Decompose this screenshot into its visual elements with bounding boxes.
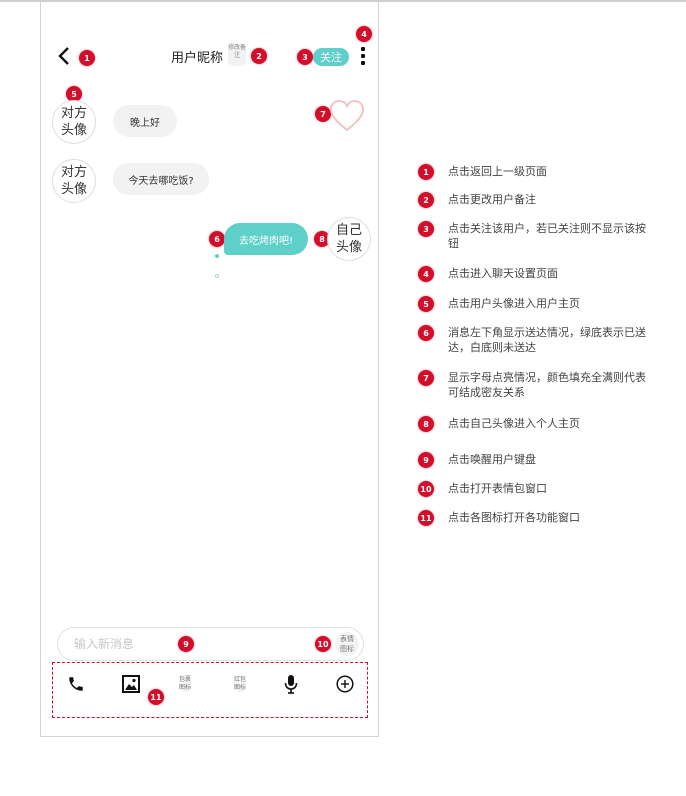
annotation-badge-6: 6 [209,231,225,247]
message-text: 晚上好 [130,117,160,129]
other-avatar[interactable]: 对方头像 [52,100,96,144]
message-text: 今天去哪吃饭? [128,175,194,187]
voice-button[interactable] [280,673,302,695]
legend-badge: 11 [418,510,434,526]
page-title: 用户昵称 [171,51,224,66]
legend-text: 点击唤醒用户键盘 [448,453,536,466]
emoji-button[interactable]: 表情图标 [335,632,359,656]
package-button[interactable]: 包裹图标 [174,673,196,695]
legend-item: 1 点击返回上一级页面 [418,164,648,180]
tool-label: 红包 [233,676,246,683]
image-button[interactable] [120,673,142,695]
annotation-badge-4: 4 [356,26,372,42]
phone-icon [69,677,83,691]
avatar-label: 头像 [335,240,362,255]
message-bubble-incoming: 晚上好 [113,105,177,137]
legend-item: 2 点击更改用户备注 [418,192,648,208]
legend-text: 点击进入聊天设置页面 [448,267,558,280]
annotation-badge-11: 11 [148,689,164,705]
legend-item: 6 消息左下角显示送达情况，绿底表示已送达，白底则未送达 [418,325,648,355]
tool-label: 图标 [233,684,246,691]
legend-text: 点击更改用户备注 [448,193,536,206]
legend-badge: 1 [418,164,434,180]
image-icon [122,675,140,693]
legend-text: 点击自己头像进入个人主页 [448,417,580,430]
annotation-badge-3: 3 [297,49,313,65]
other-avatar[interactable]: 对方头像 [52,159,96,203]
plus-circle-icon [336,675,354,693]
call-button[interactable] [65,673,87,695]
back-button[interactable] [57,46,71,66]
tool-label: 图标 [178,684,191,691]
legend-item: 7 显示字母点亮情况，颜色填充全满则代表可结成密友关系 [418,370,648,400]
legend-text: 点击各图标打开各功能窗口 [448,511,580,524]
legend-item: 9 点击唤醒用户键盘 [418,452,648,468]
message-input[interactable] [72,636,276,652]
legend-item: 4 点击进入聊天设置页面 [418,266,648,282]
avatar-label: 对方 [60,106,87,121]
red-packet-icon: 红包图标 [233,676,246,692]
edit-remark-label: 修改备注 [228,44,247,59]
avatar-label: 头像 [60,182,87,197]
chat-screen: 1 用户昵称 修改备注 2 3 关注 4 5 对方头像 晚上好 7 对方头像 今… [40,2,379,737]
legend-badge: 2 [418,192,434,208]
legend-badge: 4 [418,266,434,282]
annotation-badge-2: 2 [251,48,267,64]
annotation-badge-10: 10 [315,636,331,652]
delivered-status-dot [215,254,219,258]
function-toolbar: 包裹图标 红包图标 11 [52,662,368,718]
more-functions-button[interactable] [334,673,356,695]
legend-item: 5 点击用户头像进入用户主页 [418,296,648,312]
intimacy-heart[interactable] [329,99,365,133]
legend-text: 点击打开表情包窗口 [448,482,547,495]
legend-badge: 8 [418,416,434,432]
legend-text: 消息左下角显示送达情况，绿底表示已送达，白底则未送达 [448,326,646,354]
red-packet-button[interactable]: 红包图标 [229,673,251,695]
package-icon: 包裹图标 [178,676,191,692]
annotation-badge-1: 1 [79,50,95,66]
legend-badge: 7 [418,370,434,386]
avatar-label: 对方 [60,165,87,180]
legend-badge: 10 [418,481,434,497]
more-dot [361,54,365,58]
annotation-badge-5: 5 [66,86,82,102]
more-options-button[interactable] [361,47,365,65]
follow-button[interactable]: 关注 [313,48,349,66]
message-text: 去吃烤肉吧! [238,235,293,247]
emoji-label: 图标 [340,645,354,653]
chevron-left-icon [58,47,69,65]
heart-outline-icon [329,99,365,132]
legend-text: 显示字母点亮情况，颜色填充全满则代表可结成密友关系 [448,371,646,399]
microphone-icon [284,675,298,694]
legend-text: 点击关注该用户，若已关注则不显示该按钮 [448,222,646,250]
annotation-badge-9: 9 [178,636,194,652]
legend-item: 8 点击自己头像进入个人主页 [418,416,648,432]
annotation-badge-8: 8 [314,231,330,247]
legend-badge: 9 [418,452,434,468]
undelivered-status-dot [215,274,219,278]
message-bubble-incoming: 今天去哪吃饭? [113,163,209,195]
avatar-label: 头像 [60,123,87,138]
legend-item: 10 点击打开表情包窗口 [418,481,648,497]
annotation-badge-7: 7 [315,106,331,122]
more-dot [361,61,365,65]
legend-item: 11 点击各图标打开各功能窗口 [418,510,648,526]
edit-remark-button[interactable]: 修改备注 [228,44,246,66]
tool-label: 包裹 [178,676,191,683]
page-top-border [0,0,686,2]
self-avatar[interactable]: 自己头像 [327,217,371,261]
legend-badge: 6 [418,325,434,341]
legend-text: 点击返回上一级页面 [448,165,547,178]
legend-badge: 3 [418,221,434,237]
legend-item: 3 点击关注该用户，若已关注则不显示该按钮 [418,221,648,251]
legend-badge: 5 [418,296,434,312]
emoji-label: 表情 [340,635,354,643]
message-bubble-outgoing: 去吃烤肉吧! [224,223,308,255]
avatar-label: 自己 [335,223,362,238]
legend-text: 点击用户头像进入用户主页 [448,297,580,310]
more-vertical-icon [361,47,365,51]
